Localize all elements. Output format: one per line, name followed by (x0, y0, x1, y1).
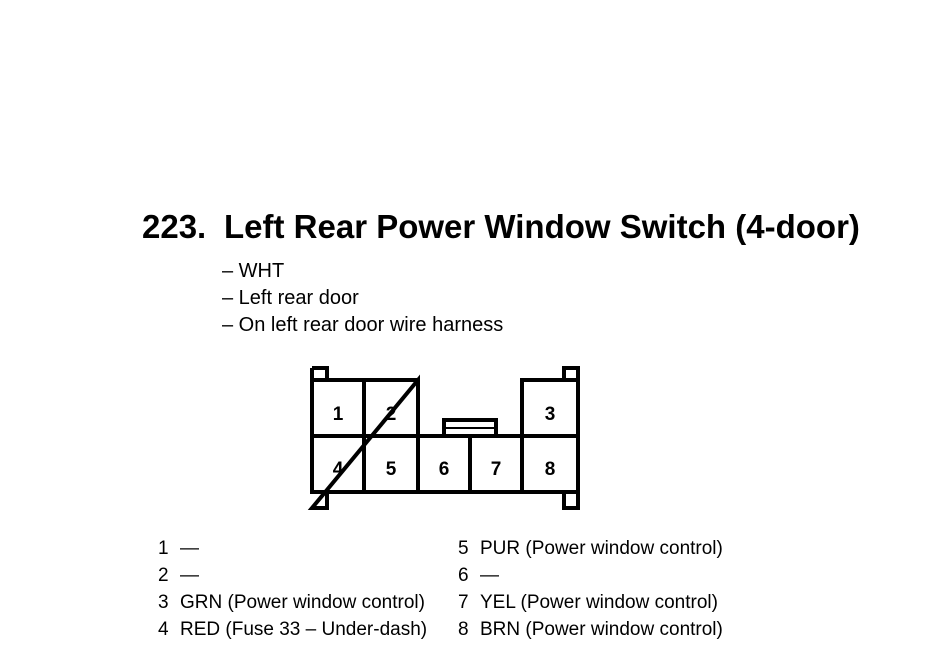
pin-label-4: 4 (333, 459, 344, 480)
pin-row: 4 RED (Fuse 33 – Under-dash) (158, 616, 427, 643)
pin-number: 2 (158, 565, 169, 586)
pin-description: PUR (Power window control) (480, 538, 723, 559)
pin-label-8: 8 (545, 459, 556, 480)
pin-description: BRN (Power window control) (480, 619, 723, 640)
pin-description: GRN (Power window control) (180, 592, 425, 613)
detail-color: – WHT (222, 260, 285, 282)
pin-number: 5 (458, 538, 469, 559)
diagram-title-text: Left Rear Power Window Switch (4-door) (224, 208, 860, 245)
pin-label-7: 7 (491, 459, 502, 480)
pin-number: 8 (458, 619, 469, 640)
diagram-number: 223. (142, 208, 207, 245)
pin-description: — (180, 565, 199, 586)
pin-row: 2— (158, 562, 427, 589)
pin-row: 1— (158, 535, 427, 562)
pin-row: 7 YEL (Power window control) (458, 589, 723, 616)
diagram-title: 223. Left Rear Power Window Switch (4-doo… (142, 208, 860, 246)
pin-label-6: 6 (439, 459, 450, 480)
pin-cell-8 (520, 434, 580, 494)
pin-row: 6— (458, 562, 723, 589)
pin-label-2: 2 (386, 404, 397, 425)
connector-details: – WHT – Left rear door – On left rear do… (222, 258, 503, 339)
pin-description: YEL (Power window control) (480, 592, 718, 613)
pin-label-5: 5 (386, 459, 397, 480)
pin-label-3: 3 (545, 404, 556, 425)
detail-location: – Left rear door (222, 287, 359, 309)
pin-number: 1 (158, 538, 169, 559)
pin-number: 3 (158, 592, 169, 613)
pin-row: 3 GRN (Power window control) (158, 589, 427, 616)
pin-number: 7 (458, 592, 469, 613)
detail-harness: – On left rear door wire harness (222, 314, 504, 336)
pin-row: 5 PUR (Power window control) (458, 535, 723, 562)
pin-row: 8 BRN (Power window control) (458, 616, 723, 643)
pin-label-1: 1 (333, 404, 344, 425)
pin-description: RED (Fuse 33 – Under-dash) (180, 619, 428, 640)
pin-number: 6 (458, 565, 469, 586)
pin-description: — (180, 538, 199, 559)
pin-description: — (480, 565, 499, 586)
pin-number: 4 (158, 619, 169, 640)
connector-diagram: 1 2 3 4 5 6 7 8 (307, 366, 580, 510)
